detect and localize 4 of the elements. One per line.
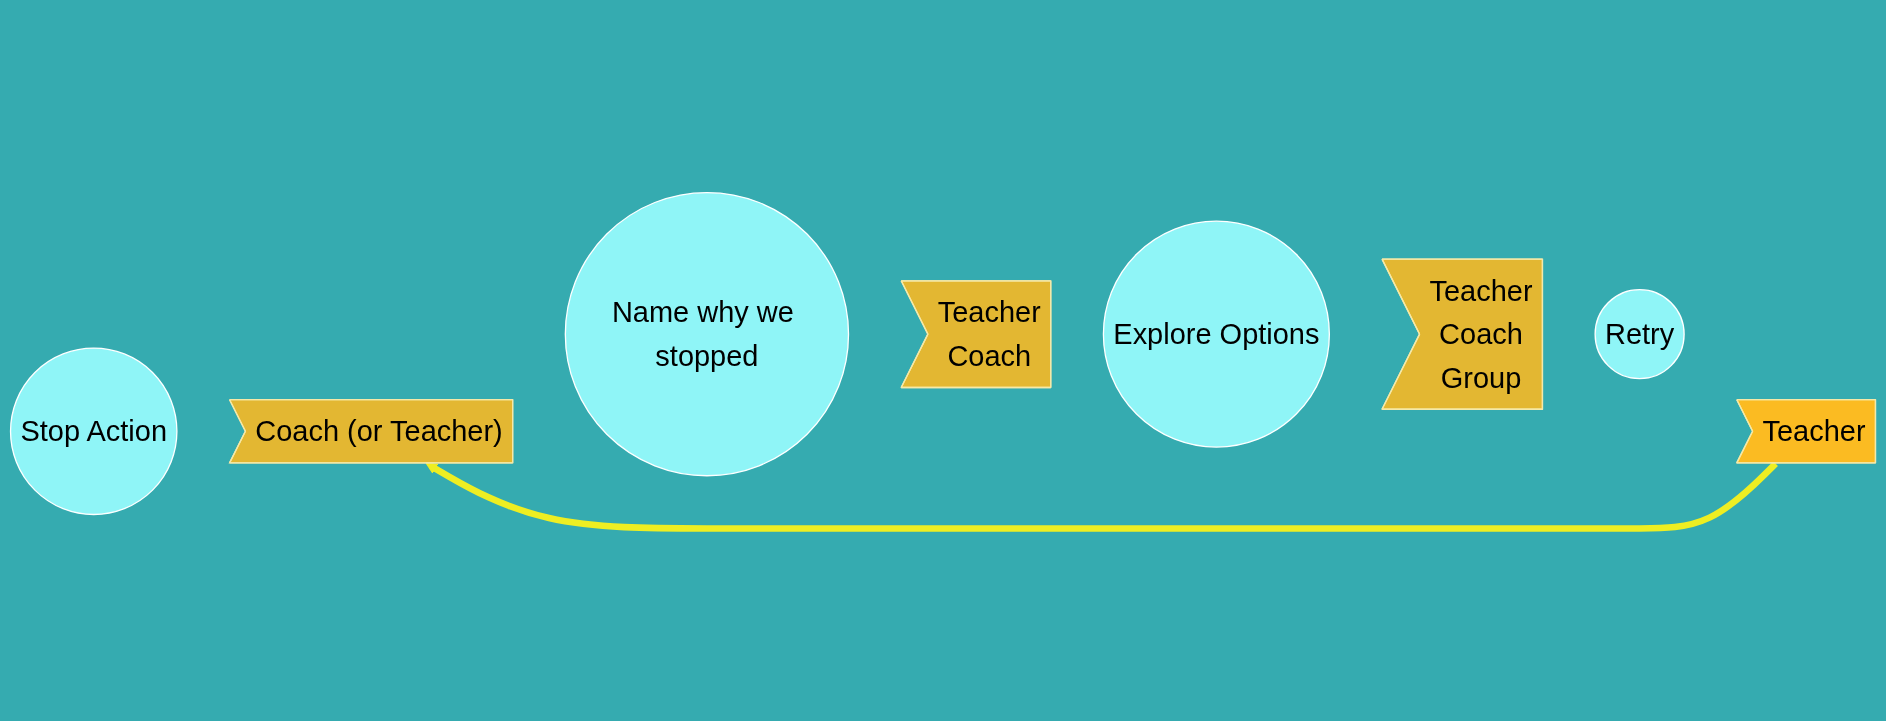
node-circle: Explore Options: [1102, 220, 1330, 448]
node-circle: Stop Action: [9, 347, 178, 516]
node-circle: Retry: [1594, 289, 1685, 380]
node-circle: Name why we stopped: [564, 191, 850, 477]
